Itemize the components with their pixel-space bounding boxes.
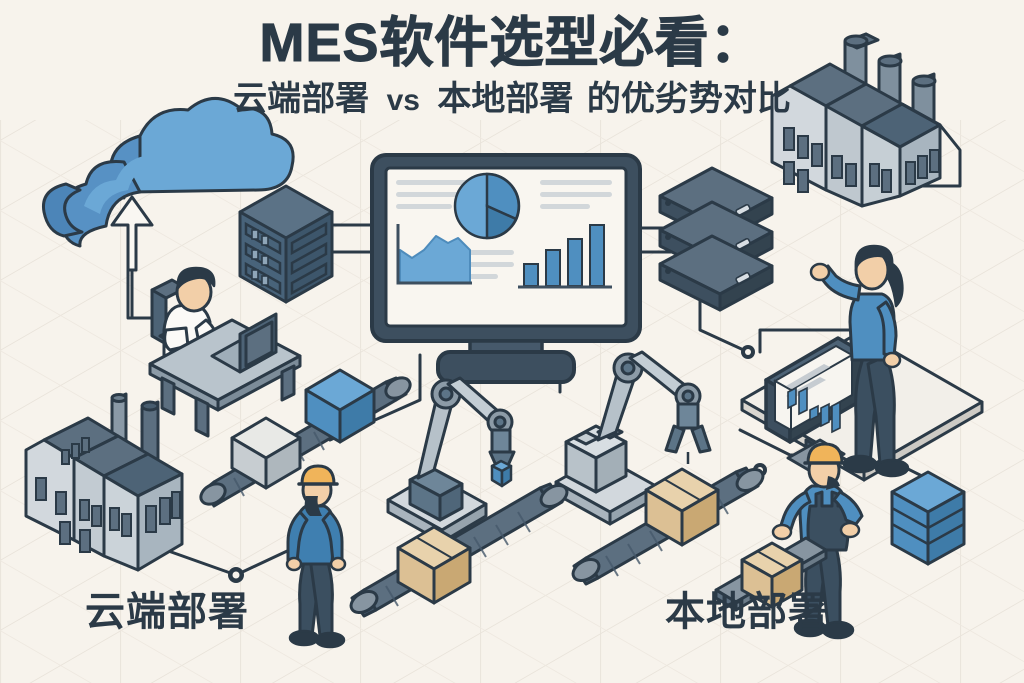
text-lines-top-right xyxy=(540,180,612,209)
area-chart xyxy=(396,224,472,285)
conveyor-bottom-right xyxy=(714,536,828,612)
conveyor-lower-left xyxy=(349,482,569,618)
robot-arm-right xyxy=(554,350,712,526)
text-lines-top-left xyxy=(396,180,468,209)
robot-arm-left xyxy=(386,376,516,544)
server-rack-icon xyxy=(238,184,334,304)
conveyor-upper-left xyxy=(199,368,412,508)
factory-icon-bottom-left xyxy=(24,392,184,572)
server-stack-icon xyxy=(658,166,774,312)
desk-worker-person xyxy=(148,266,302,438)
factory-worker-left-person xyxy=(285,464,347,649)
factory-icon-top-right xyxy=(770,32,962,208)
conveyor-lower-right xyxy=(571,466,765,586)
engineer-woman-person xyxy=(809,244,910,478)
cloud-upload-icon xyxy=(41,97,295,318)
blue-server-cube xyxy=(890,470,966,566)
pie-chart xyxy=(453,172,521,240)
dashboard-monitor xyxy=(370,153,642,384)
bar-chart xyxy=(518,224,612,289)
